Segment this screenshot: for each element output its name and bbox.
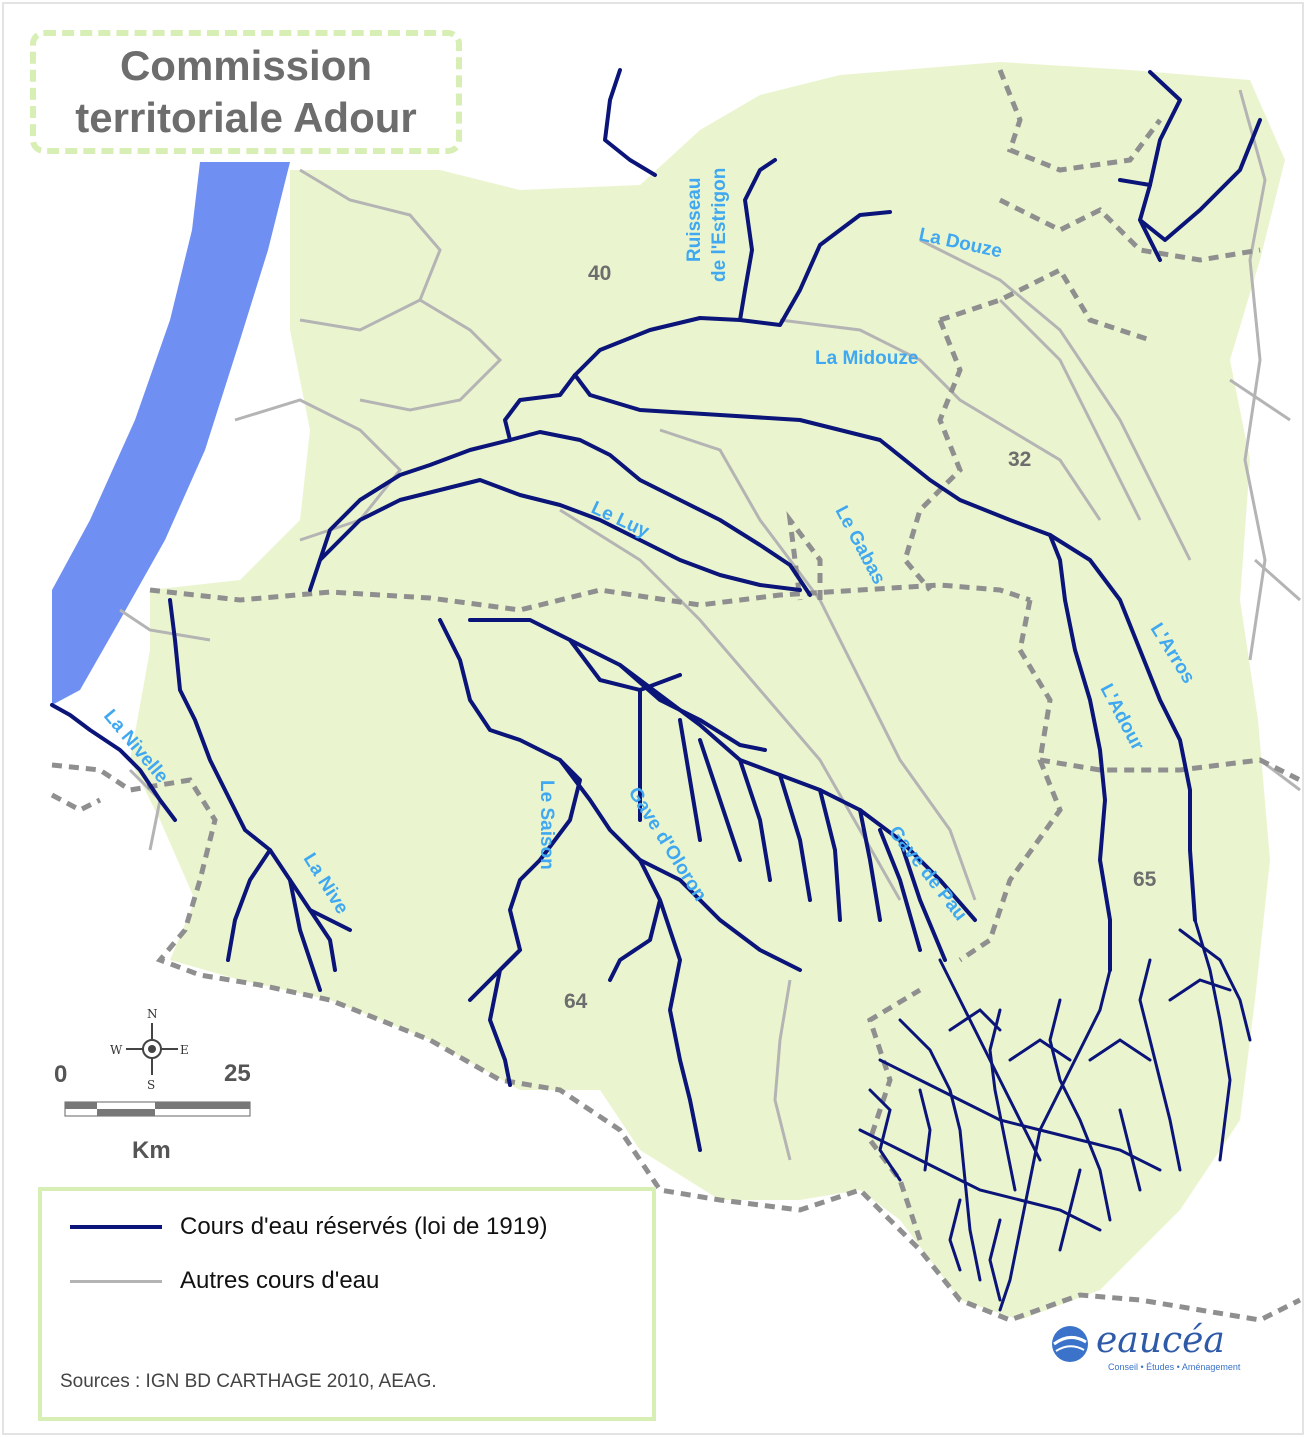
logo-name: eaucéa: [1096, 1320, 1225, 1361]
basin-area: [130, 62, 1285, 1320]
compass-east: E: [180, 1043, 189, 1057]
scale-max: 25: [224, 1060, 251, 1087]
department-32: 32: [1008, 448, 1031, 471]
map-title-box: Commission territoriale Adour: [30, 30, 462, 154]
sources-text: Sources : IGN BD CARTHAGE 2010, AEAG.: [60, 1371, 437, 1392]
eaucea-logo-mark-icon: eaucéa Conseil • Études • Aménagement: [1052, 1320, 1241, 1372]
label-estrigon-2: de l'Estrigon: [709, 168, 730, 282]
map-title-line1: Commission: [119, 42, 373, 89]
scale-unit: Km: [132, 1137, 171, 1164]
legend-box: Cours d'eau réservés (loi de 1919) Autre…: [38, 1187, 656, 1421]
legend-swatch-other: [70, 1279, 162, 1283]
reserved-rivers: [50, 68, 1262, 1152]
boundaries: [50, 69, 1302, 1323]
compass-south: S: [147, 1078, 155, 1092]
department-40: 40: [588, 262, 611, 285]
label-midouze: La Midouze: [815, 348, 918, 369]
ocean: [52, 162, 290, 705]
map-title-line2: territoriale Adour: [75, 94, 417, 141]
compass-west: W: [110, 1043, 123, 1057]
scale-zero: 0: [54, 1061, 67, 1088]
eaucea-logo: eaucéa Conseil • Études • Aménagement: [1046, 1318, 1296, 1378]
mountain-network: [858, 918, 1252, 1312]
legend-swatch-reserved: [70, 1225, 162, 1229]
department-65: 65: [1133, 868, 1157, 891]
department-labels: 40 32 64 65: [564, 262, 1157, 1013]
legend-item-other: Autres cours d'eau: [70, 1267, 379, 1295]
department-64: 64: [564, 990, 588, 1013]
other-rivers: [119, 89, 1301, 1161]
label-saison: Le Saison: [536, 780, 557, 870]
logo-tagline: Conseil • Études • Aménagement: [1108, 1362, 1241, 1372]
legend-label-reserved: Cours d'eau réservés (loi de 1919): [180, 1213, 548, 1240]
compass-north: N: [147, 1007, 158, 1021]
legend-label-other: Autres cours d'eau: [180, 1267, 380, 1294]
compass-rose-icon: N S E W 0 25 Km: [54, 1007, 251, 1164]
scale-bar: N S E W 0 25 Km: [50, 1005, 260, 1175]
legend-item-reserved: Cours d'eau réservés (loi de 1919): [70, 1213, 547, 1241]
label-estrigon-1: Ruisseau: [684, 178, 705, 262]
